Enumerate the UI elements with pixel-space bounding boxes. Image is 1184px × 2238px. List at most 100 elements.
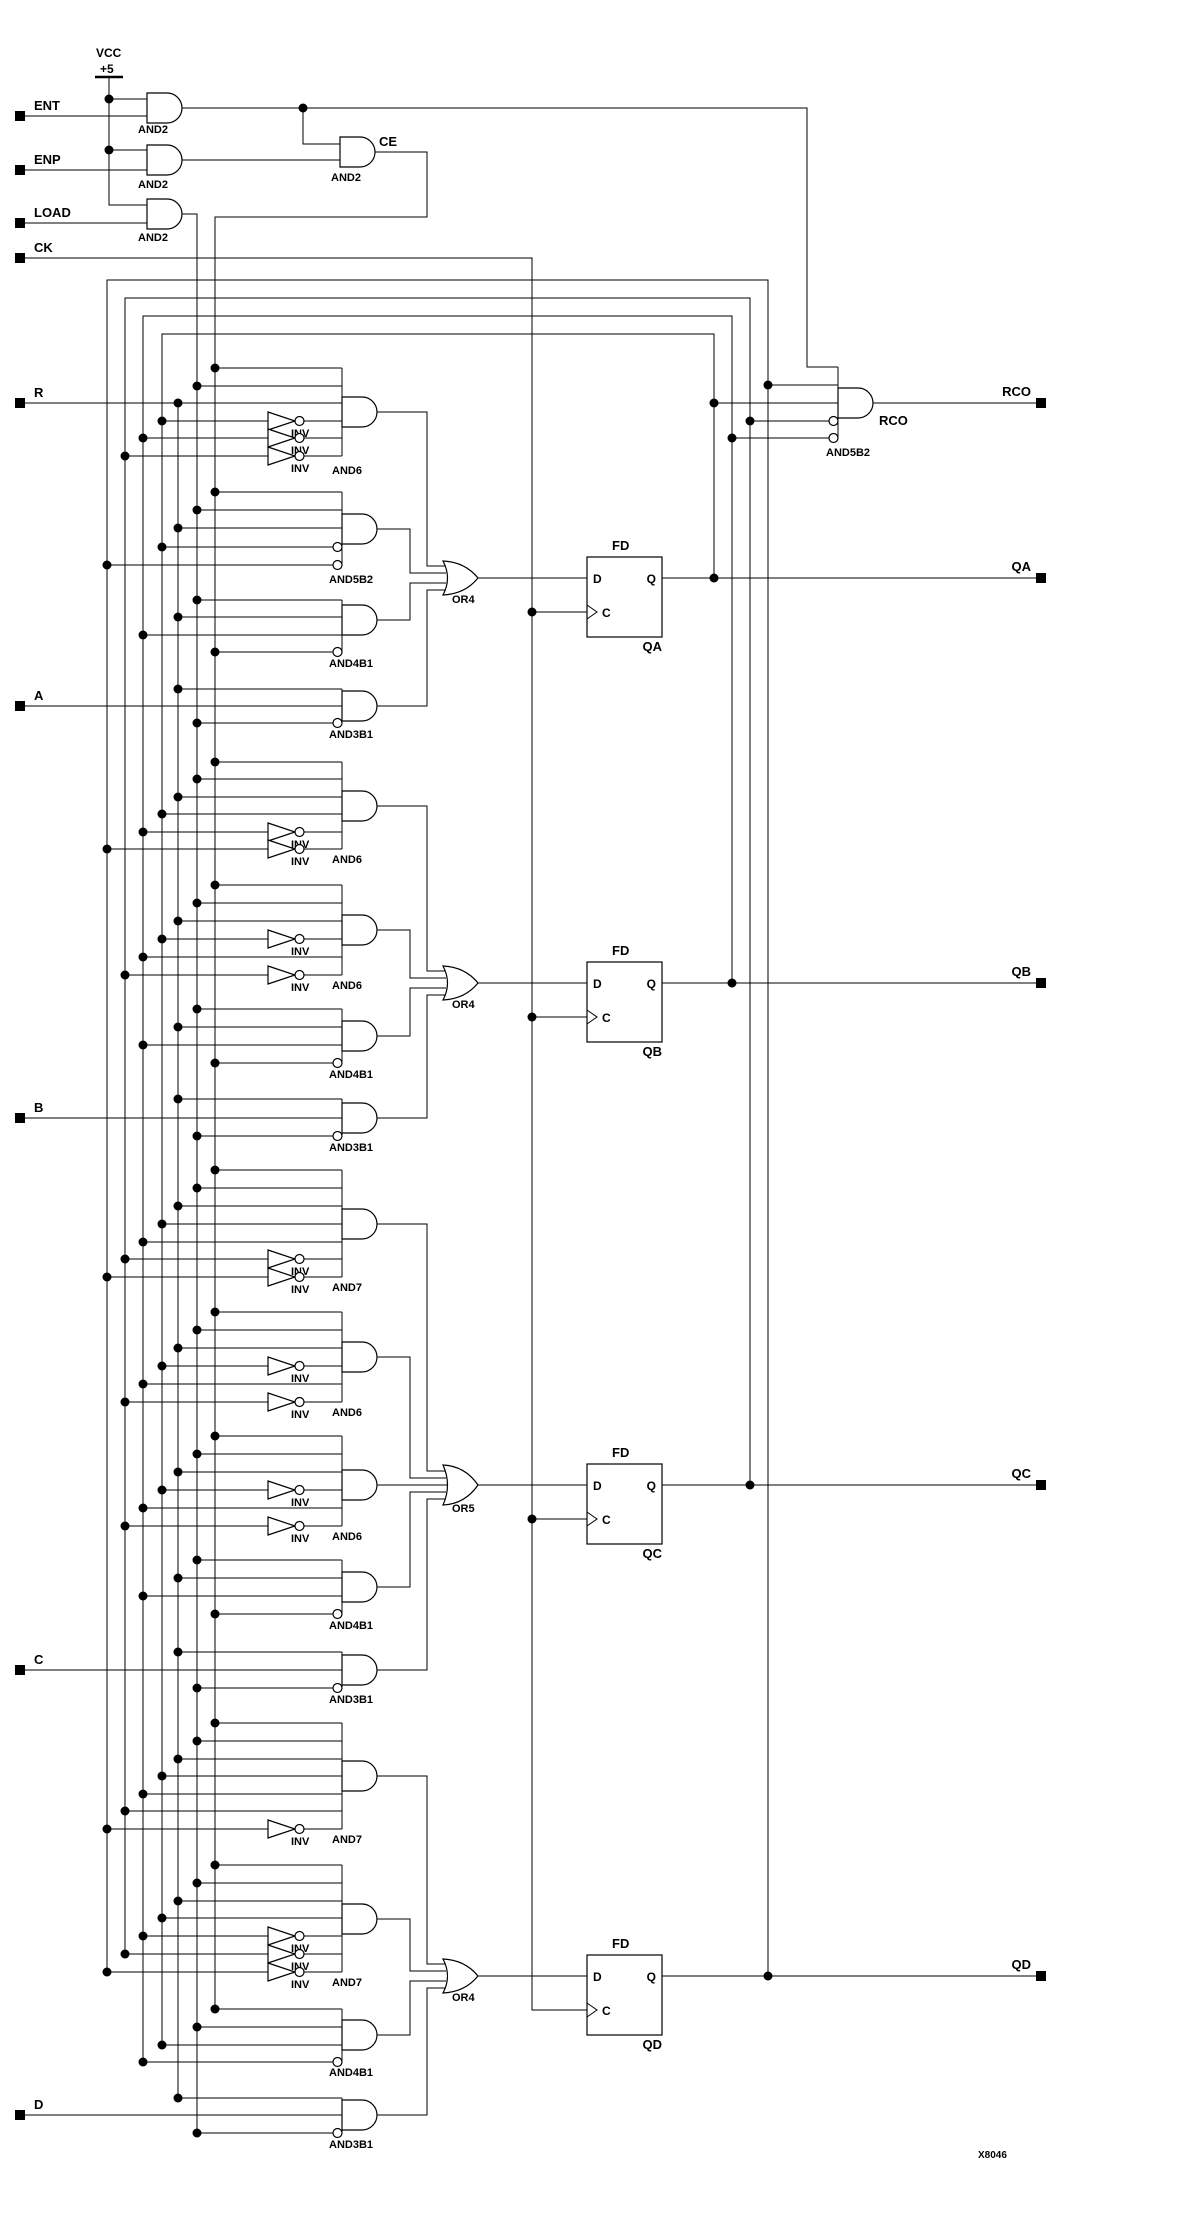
inverter-triangle	[267, 1356, 297, 1376]
inverter-triangle	[267, 1516, 297, 1536]
fd-c-pin-label: C	[602, 1513, 611, 1527]
junction-dot	[210, 757, 220, 767]
and4b1-gate: AND4B1	[138, 1980, 446, 2079]
fd-c-pin-label: C	[602, 606, 611, 620]
inverter-triangle	[267, 428, 297, 448]
junction-dot	[157, 2040, 167, 2050]
inversion-bubble	[294, 969, 305, 981]
junction-dot	[192, 1736, 202, 1746]
junction-dot	[157, 1485, 167, 1495]
junction-dot	[173, 1094, 183, 1104]
and7-gate: INV INV AND7	[102, 1165, 446, 1472]
gate-type-label: AND6	[332, 854, 362, 866]
junction-dot	[120, 1806, 130, 1816]
inverter-triangle	[267, 1926, 297, 1946]
and3b1-gate: AND3B1	[173, 589, 446, 741]
inverter-gate: INV	[267, 929, 342, 958]
output-pin-label: QB	[1012, 964, 1032, 979]
gate-type-label: AND7	[332, 1282, 362, 1294]
fd-clock-triangle	[586, 1009, 598, 1025]
section-qb: INVINVAND6INVINVAND6AND4B1AND3B1OR4FDDQC…	[102, 757, 1036, 1154]
junction-dot	[138, 827, 148, 837]
gate-output-wire	[377, 929, 446, 979]
gate-type-label: AND6	[332, 1407, 362, 1419]
qc-feedback	[124, 297, 755, 1954]
junction-dot	[138, 1503, 148, 1513]
junction-dot	[192, 1325, 202, 1335]
output-pin-square	[1036, 398, 1046, 408]
junction-dot	[120, 451, 130, 461]
inversion-bubble	[332, 646, 343, 658]
inverter-gate: INV	[267, 839, 342, 868]
gate-output-wire	[377, 1498, 446, 1671]
gate-type-label: OR4	[452, 999, 476, 1011]
fd-instance-label: QD	[643, 2037, 663, 2052]
inverter-triangle	[267, 929, 297, 949]
and2-gate-2: AND2	[104, 144, 340, 191]
input-pin-square	[15, 1113, 25, 1123]
junction-dot	[157, 1361, 167, 1371]
and3b1-gate: AND3B1	[173, 1987, 446, 2151]
inversion-bubble	[294, 415, 305, 427]
or-gate-body	[441, 1958, 479, 1994]
inversion-bubble	[828, 432, 839, 444]
inverter-label: INV	[291, 982, 310, 994]
or4-gate: OR4	[441, 965, 587, 1011]
inverter-label: INV	[291, 1533, 310, 1545]
inversion-bubble	[332, 1130, 343, 1142]
junction-dot	[173, 1573, 183, 1583]
inversion-bubble	[294, 1966, 305, 1978]
junction-dot	[120, 970, 130, 980]
junction-dot	[210, 2004, 220, 2014]
junction-dot	[120, 1949, 130, 1959]
inverter-label: INV	[291, 1373, 310, 1385]
input-pin-square	[15, 111, 25, 121]
fd-q-pin-label: Q	[647, 1479, 656, 1493]
output-pin-label: QA	[1012, 559, 1032, 574]
inversion-bubble	[332, 2127, 343, 2139]
inverter-gate: INV	[267, 1249, 342, 1278]
junction-dot	[192, 505, 202, 515]
and-gate-body	[341, 1469, 378, 1501]
inverter-triangle	[267, 1480, 297, 1500]
section-qc: INVINVAND7INVINVAND6INVINVAND6AND4B1AND3…	[102, 1165, 1036, 1706]
gate-type-label: AND5B2	[826, 447, 870, 459]
junction-dot	[192, 1131, 202, 1141]
junction-dot	[192, 1449, 202, 1459]
gate-type-label: AND3B1	[329, 2139, 373, 2151]
junction-dot	[192, 1878, 202, 1888]
inverter-label: INV	[291, 1284, 310, 1296]
feedback-wire	[161, 333, 715, 2045]
and-gate-body	[837, 387, 874, 419]
inversion-bubble	[294, 1253, 305, 1265]
gate-output-wire	[377, 1775, 446, 1965]
junction-dot	[157, 1219, 167, 1229]
or5-gate: OR5	[442, 1464, 587, 1515]
inverter-gate: INV	[267, 1356, 342, 1385]
fd-instance-label: QA	[643, 639, 663, 654]
output-pin-qd: QD	[1012, 1957, 1046, 1981]
junction-dot	[210, 1058, 220, 1068]
gate-type-label: AND2	[138, 124, 168, 136]
junction-dot	[157, 809, 167, 819]
vcc-power-symbol: VCC+5	[95, 46, 123, 79]
and-gate-body	[341, 1102, 378, 1134]
input-pin-square	[15, 2110, 25, 2120]
junction-dot	[210, 363, 220, 373]
and-gate-body	[341, 1020, 378, 1052]
inverter-label: INV	[291, 1979, 310, 1991]
junction-dot	[173, 523, 183, 533]
inverter-triangle	[267, 1819, 297, 1839]
junction-dot	[157, 934, 167, 944]
input-pin-a: A	[15, 688, 342, 711]
fd-d-pin-label: D	[593, 977, 602, 991]
and2-gate-1: AND2	[104, 92, 838, 368]
fd-q-pin-label: Q	[647, 1970, 656, 1984]
inverter-label: INV	[291, 463, 310, 475]
